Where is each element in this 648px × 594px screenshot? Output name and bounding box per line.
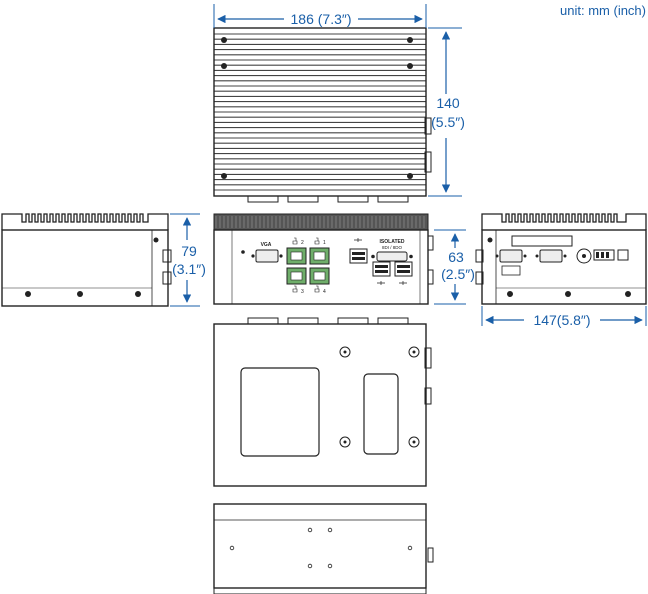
top-view-screws [221,37,413,179]
usb-ports [349,238,413,285]
isolated-label-2: 8DI / 8DO [382,245,403,250]
label-top-width: 186 (7.3″) [291,11,352,27]
top-view-bottom-connectors [247,195,409,203]
isolated-label-1: ISOLATED [380,239,405,245]
dimension-rear-width: 147(5.8″) [481,306,647,328]
lower-view [213,503,434,594]
left-side-view [1,213,172,307]
label-front-height-in: (2.5″) [441,266,475,282]
label-side-height-in: (3.1″) [172,261,206,277]
dimension-top-width: 186 (7.3″) [213,4,427,28]
label-rear-width: 147(5.8″) [533,312,590,328]
dimension-side-height: 79 (3.1″) [170,213,206,307]
vga-label: VGA [261,242,272,248]
lan3-label: 3 [301,289,304,295]
lan-ports: 2 1 3 4 [286,237,330,295]
lan1-label: 1 [323,240,326,246]
rear-connectors [495,248,629,276]
bottom-view [213,317,432,487]
vga-port: VGA [251,242,283,263]
lan2-label: 2 [301,240,304,246]
label-top-depth-in: (5.5″) [431,114,465,130]
label-front-height-mm: 63 [448,249,464,265]
lan4-label: 4 [323,289,326,295]
dimension-top-depth: 140 (5.5″) [428,27,465,197]
label-side-height-mm: 79 [181,243,197,259]
rear-view [475,213,647,305]
top-view [213,27,432,203]
unit-note: unit: mm (inch) [560,3,646,18]
label-top-depth-mm: 140 [436,95,460,111]
top-view-fins [214,33,426,191]
dimension-front-height: 63 (2.5″) [434,229,475,305]
isolated-dio-connector: ISOLATED 8DI / 8DO [371,239,413,262]
front-view: VGA 2 1 3 4 [213,213,434,305]
